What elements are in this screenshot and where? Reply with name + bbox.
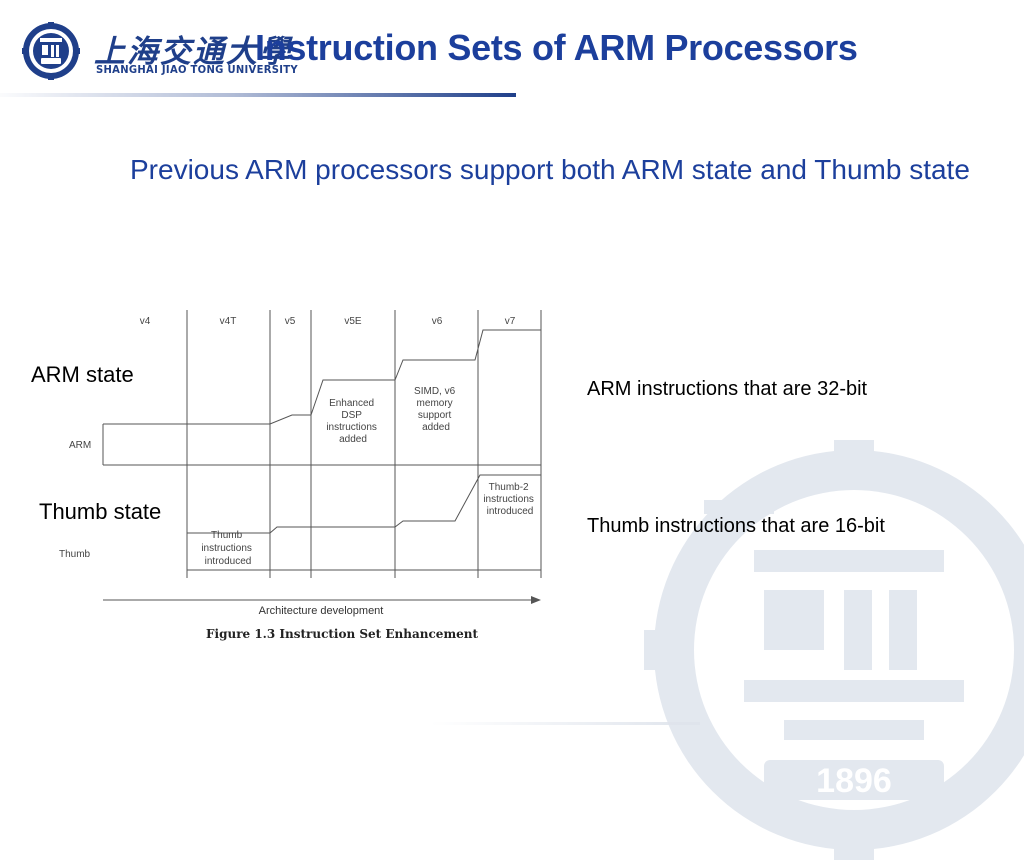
figure-caption: Figure 1.3 Instruction Set Enhancement xyxy=(206,627,478,641)
row-label-thumb: Thumb xyxy=(59,549,91,560)
thumb-box-text: Thumb instructions introduced xyxy=(201,530,254,567)
university-name-en: SHANGHAI JIAO TONG UNIVERSITY xyxy=(96,64,298,77)
slide-subtitle: Previous ARM processors support both ARM… xyxy=(130,154,970,185)
university-name-cn: 上海交通大學 xyxy=(94,34,292,70)
instruction-set-figure: v4 v4T v5 v5E v6 v7 ARM Thumb Enhanced D… xyxy=(59,310,542,641)
simd-line: support xyxy=(418,410,452,421)
version-v6: v6 xyxy=(432,316,443,327)
arm-note: ARM instructions that are 32-bit xyxy=(587,378,868,400)
university-emblem-icon xyxy=(22,22,80,80)
simd-line: added xyxy=(422,422,450,433)
version-v5e: v5E xyxy=(344,316,362,327)
dsp-line: Enhanced xyxy=(329,398,374,409)
simd-box-text: SIMD, v6 memory support added xyxy=(414,386,458,433)
dsp-line: added xyxy=(339,434,367,445)
thumb-line: introduced xyxy=(205,556,252,567)
axis-label: Architecture development xyxy=(259,605,384,617)
version-v5: v5 xyxy=(285,316,296,327)
dsp-line: DSP xyxy=(341,410,362,421)
footer-rule xyxy=(430,722,700,725)
dsp-box-text: Enhanced DSP instructions added xyxy=(326,398,379,445)
simd-line: memory xyxy=(417,398,453,409)
simd-line: SIMD, v6 xyxy=(414,386,456,397)
thumb2-line: Thumb-2 xyxy=(489,482,529,493)
thumb-line: instructions xyxy=(201,543,252,554)
thumb-state-label: Thumb state xyxy=(39,499,162,524)
watermark-emblem-icon: 1896 xyxy=(644,440,1024,860)
arm-state-label: ARM state xyxy=(31,362,134,387)
thumb2-box-text: Thumb-2 instructions introduced xyxy=(483,482,536,517)
row-label-arm: ARM xyxy=(69,440,91,451)
thumb-note: Thumb instructions that are 16-bit xyxy=(587,515,885,537)
thumb-line: Thumb xyxy=(211,530,243,541)
thumb2-line: introduced xyxy=(487,506,534,517)
dsp-line: instructions xyxy=(326,422,377,433)
title-underline xyxy=(0,93,516,97)
version-v4: v4 xyxy=(140,316,151,327)
thumb2-line: instructions xyxy=(483,494,534,505)
version-v7: v7 xyxy=(505,316,516,327)
slide-header: 上海交通大學 SHANGHAI JIAO TONG UNIVERSITY Ins… xyxy=(0,0,1024,100)
version-v4t: v4T xyxy=(220,316,237,327)
slide-title: Instruction Sets of ARM Processors xyxy=(255,27,858,68)
